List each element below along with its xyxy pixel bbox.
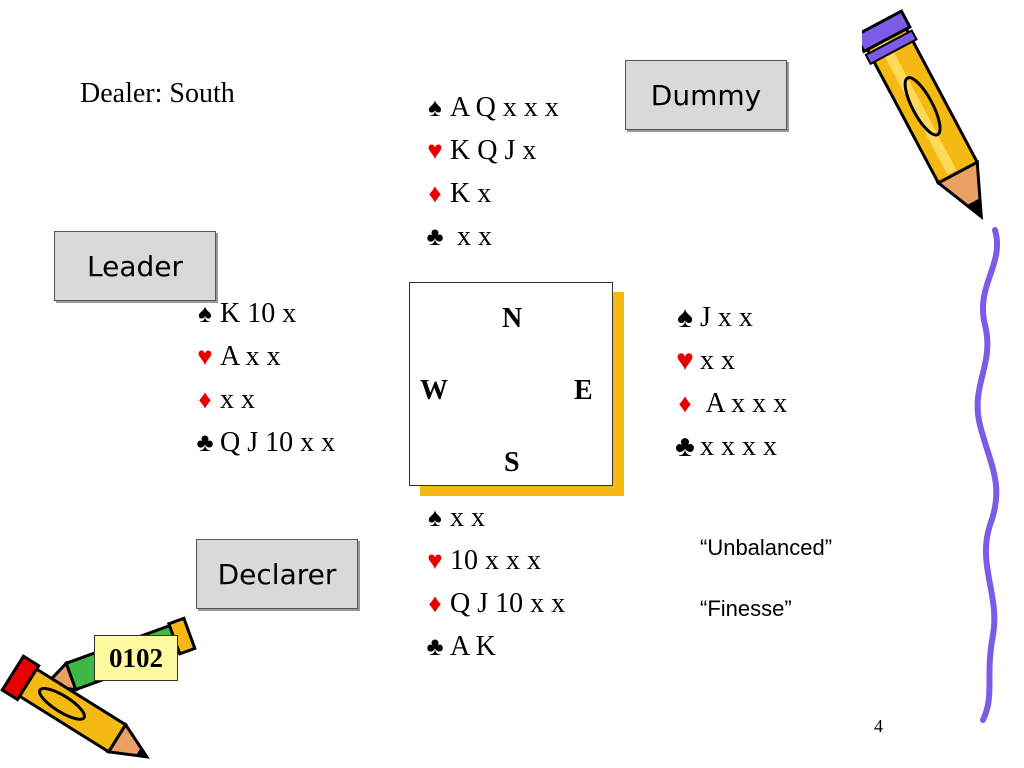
club-icon: ♣	[675, 430, 695, 463]
south-hand: ♠ x x ♥10 x x x ♦ Q J 10 x x ♣A K	[420, 496, 565, 668]
east-diamonds-row: ♦ A x x x	[670, 382, 787, 425]
north-spades-row: ♠ A Q x x x	[420, 86, 559, 129]
slide-code-box: 0102	[94, 635, 178, 681]
compass-east: E	[574, 375, 593, 406]
diamond-icon: ♦	[678, 389, 692, 418]
page-number: 4	[874, 716, 883, 736]
slide-code: 0102	[109, 642, 163, 673]
west-hand: ♠ K 10 x ♥A x x ♦ x x ♣Q J 10 x x	[190, 292, 335, 464]
declarer-label-box: Declarer	[196, 539, 358, 609]
unbalanced-quote: “Unbalanced”	[700, 535, 833, 560]
east-hearts-row: ♥x x	[670, 339, 787, 382]
east-hand: ♠J x x ♥x x ♦ A x x x ♣x x x x	[670, 296, 787, 468]
dummy-label: Dummy	[650, 78, 762, 112]
north-hand: ♠ A Q x x x ♥K Q J x ♦ K x ♣ x x	[420, 86, 559, 258]
west-hearts-row: ♥A x x	[190, 335, 335, 378]
west-diamonds-row: ♦ x x	[190, 378, 335, 421]
west-hearts: A x x	[220, 341, 281, 372]
south-spades-row: ♠ x x	[420, 496, 565, 539]
west-clubs: Q J 10 x x	[220, 427, 336, 458]
club-icon: ♣	[426, 222, 444, 251]
north-diamonds-row: ♦ K x	[420, 172, 559, 215]
east-clubs: x x x x	[700, 431, 777, 462]
club-icon: ♣	[196, 428, 214, 457]
compass-box: N W E S	[409, 282, 613, 486]
spade-icon: ♠	[198, 299, 212, 328]
east-spades-row: ♠J x x	[670, 296, 787, 339]
finesse-quote: “Finesse”	[700, 596, 792, 621]
diamond-icon: ♦	[428, 589, 442, 618]
compass-west: W	[420, 375, 448, 406]
south-diamonds: Q J 10 x x	[450, 588, 566, 619]
east-clubs-row: ♣x x x x	[670, 425, 787, 468]
heart-icon: ♥	[197, 342, 213, 371]
west-clubs-row: ♣Q J 10 x x	[190, 421, 335, 464]
south-diamonds-row: ♦ Q J 10 x x	[420, 582, 565, 625]
dummy-label-box: Dummy	[625, 60, 787, 130]
north-hearts: K Q J x	[450, 135, 537, 166]
club-icon: ♣	[426, 632, 444, 661]
north-spades: A Q x x x	[450, 92, 559, 123]
east-spades: J x x	[700, 302, 753, 333]
west-spades-row: ♠ K 10 x	[190, 292, 335, 335]
south-spades: x x	[450, 502, 485, 533]
leader-label: Leader	[86, 249, 183, 283]
diamond-icon: ♦	[428, 179, 442, 208]
east-diamonds: A x x x	[700, 388, 788, 419]
pencil-icon	[862, 9, 984, 220]
north-clubs: x x	[450, 221, 492, 252]
south-hearts: 10 x x x	[450, 545, 541, 576]
south-hearts-row: ♥10 x x x	[420, 539, 565, 582]
spade-icon: ♠	[677, 301, 693, 334]
north-clubs-row: ♣ x x	[420, 215, 559, 258]
diamond-icon: ♦	[198, 385, 212, 414]
south-clubs: A K	[450, 631, 496, 662]
spade-icon: ♠	[428, 503, 442, 532]
heart-icon: ♥	[427, 546, 443, 575]
south-clubs-row: ♣A K	[420, 625, 565, 668]
compass-south: S	[504, 447, 520, 478]
north-hearts-row: ♥K Q J x	[420, 129, 559, 172]
compass-north: N	[502, 303, 523, 334]
north-diamonds: K x	[450, 178, 492, 209]
heart-icon: ♥	[427, 136, 443, 165]
east-hearts: x x	[700, 345, 735, 376]
declarer-label: Declarer	[217, 557, 337, 591]
heart-icon: ♥	[676, 344, 694, 377]
west-diamonds: x x	[220, 384, 255, 415]
west-spades: K 10 x	[220, 298, 297, 329]
squiggle-line-icon	[974, 227, 1000, 723]
spade-icon: ♠	[428, 93, 442, 122]
leader-label-box: Leader	[54, 231, 216, 301]
dealer-text: Dealer: South	[80, 78, 235, 109]
